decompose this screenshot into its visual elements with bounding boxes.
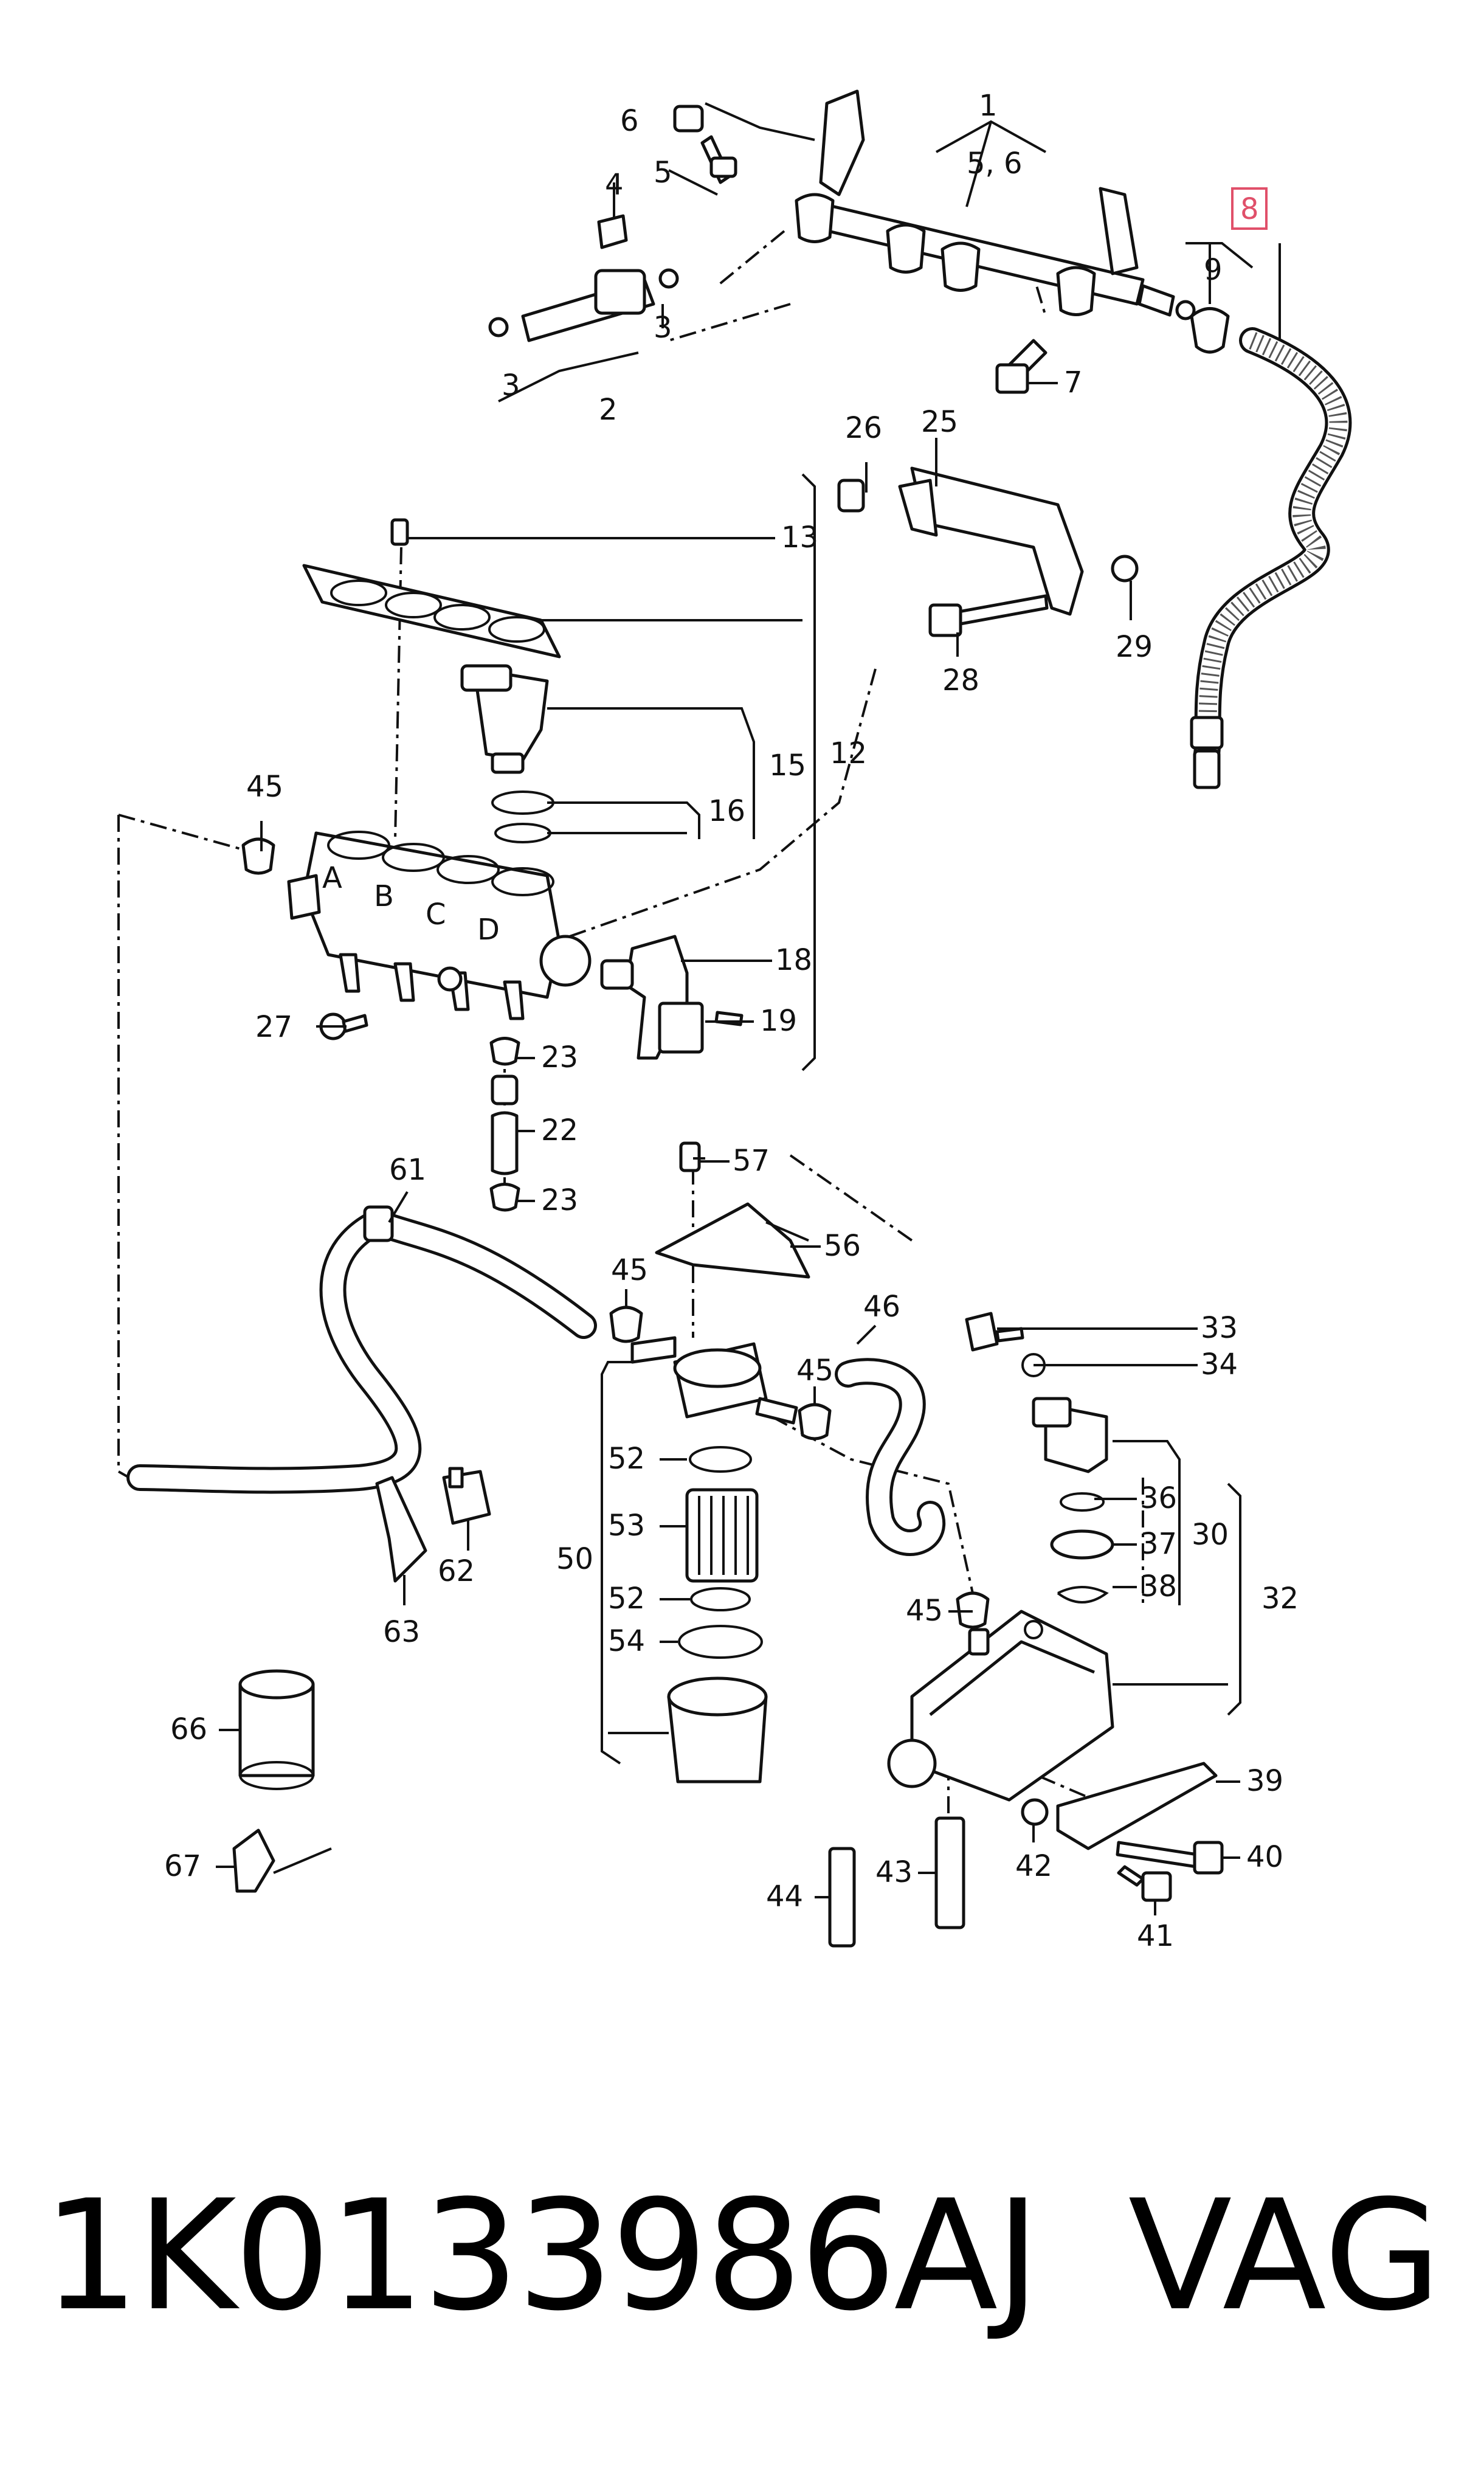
callout-1: 1: [979, 89, 998, 123]
caption-bar: 1K0133986AJ VAG: [0, 2165, 1484, 2347]
callout-38: 38: [1140, 1569, 1177, 1603]
callout-43: 43: [875, 1855, 913, 1889]
callout-3: 3: [502, 368, 520, 403]
hose-clamp: [1190, 307, 1230, 354]
callout-36: 36: [1140, 1481, 1177, 1515]
hose-segment: [934, 1816, 965, 1929]
callout-15: 15: [769, 749, 806, 783]
callout-37: 37: [1140, 1527, 1177, 1561]
callout-34: 34: [1201, 1347, 1238, 1382]
callout-52: 52: [608, 1582, 645, 1616]
hose-clamp: [798, 1403, 832, 1441]
callout-45: 45: [906, 1594, 943, 1628]
port-letter: A: [322, 861, 342, 895]
spring-clip: [489, 1037, 520, 1212]
fuel-injector-rail: [795, 89, 1196, 320]
fuel-filter-element: [678, 1446, 763, 1659]
callout-23: 23: [541, 1040, 578, 1074]
o-ring: [494, 823, 551, 843]
callout-8-highlighted: 8: [1240, 192, 1259, 226]
pressure-sensor: [600, 935, 744, 1060]
pressure-regulator: [887, 1610, 1114, 1802]
regulator-bracket: [1021, 1762, 1224, 1902]
callout-67: 67: [164, 1849, 201, 1883]
callout-56: 56: [824, 1229, 861, 1263]
callout-19: 19: [760, 1004, 797, 1038]
callout-57: 57: [733, 1144, 770, 1178]
callout-66: 66: [170, 1712, 207, 1746]
brand-name: VAG: [1128, 2167, 1441, 2344]
callout-5: 5: [654, 156, 672, 190]
port-letter: D: [477, 913, 500, 947]
callout-42: 42: [1015, 1849, 1052, 1883]
vacuum-hose: [126, 1205, 597, 1494]
callout-30: 30: [1192, 1518, 1229, 1552]
bleed-valve: [673, 105, 737, 184]
injector-rail-housing: A B C D: [287, 831, 592, 1020]
callout-44: 44: [766, 1880, 803, 1914]
callout-45: 45: [246, 770, 283, 804]
highlight-box: [1231, 187, 1268, 230]
callout-26: 26: [845, 411, 882, 445]
callout-39: 39: [1246, 1764, 1283, 1798]
filter-bowl: [667, 1676, 768, 1783]
callout-45: 45: [796, 1354, 833, 1388]
fuel-filter-housing-cover: [630, 1141, 810, 1425]
callout-61: 61: [389, 1153, 426, 1187]
callout-52: 52: [608, 1442, 645, 1476]
callout-40: 40: [1246, 1840, 1283, 1874]
callout-18: 18: [775, 943, 812, 977]
port-letter: B: [374, 879, 394, 913]
callout-2: 2: [599, 393, 618, 427]
cable-tie-clip: [232, 1828, 332, 1893]
pressure-switch: [965, 1312, 1046, 1377]
callout-28: 28: [942, 663, 979, 697]
callout-45: 45: [611, 1253, 648, 1287]
bracket: [837, 466, 1139, 637]
hose-segment: [828, 1847, 856, 1948]
manifold-gasket: [302, 518, 561, 659]
mounting-bracket: [375, 1476, 427, 1583]
callout-29: 29: [1116, 630, 1153, 664]
callout-32: 32: [1261, 1582, 1299, 1616]
callout-5-6: 5, 6: [967, 147, 1023, 181]
callout-41: 41: [1137, 1919, 1174, 1953]
callout-9: 9: [1204, 253, 1223, 287]
callout-50: 50: [556, 1542, 593, 1576]
o-ring: [491, 790, 554, 815]
callout-63: 63: [383, 1615, 420, 1649]
callout-54: 54: [608, 1624, 645, 1658]
callout-4: 4: [605, 168, 624, 202]
gas-injector: [460, 664, 549, 774]
mounting-bolt: [995, 339, 1047, 394]
callout-12: 12: [830, 736, 867, 770]
fuel-injector: [488, 268, 679, 342]
retaining-clip: [597, 214, 628, 249]
part-number: 1K0133986AJ: [43, 2167, 1040, 2344]
hose-clamp: [609, 1306, 643, 1343]
callout-53: 53: [608, 1509, 645, 1543]
callout-3: 3: [654, 311, 672, 345]
port-letter: C: [426, 898, 446, 932]
fuel-hose: [1190, 327, 1352, 789]
callout-labels: 1 5, 6 2 3 3 4 5 6 7 8 9 12 13 15 16 18 …: [164, 89, 1299, 1953]
callout-16: 16: [708, 794, 745, 828]
leader-lines: [216, 102, 1281, 1915]
callout-33: 33: [1201, 1311, 1238, 1345]
callout-23: 23: [541, 1183, 578, 1217]
callout-22: 22: [541, 1113, 578, 1147]
callout-46: 46: [863, 1290, 900, 1324]
callout-27: 27: [255, 1010, 292, 1044]
hose-clip: [442, 1467, 491, 1525]
callout-7: 7: [1064, 365, 1083, 400]
solenoid-valve: [1032, 1397, 1114, 1603]
callout-13: 13: [781, 521, 818, 555]
fuel-hose-short: [835, 1358, 946, 1556]
hose-clamp: [241, 837, 275, 875]
callout-6: 6: [620, 104, 639, 138]
callout-25: 25: [921, 405, 958, 439]
protective-sleeve: [238, 1669, 315, 1790]
callout-62: 62: [438, 1554, 475, 1588]
